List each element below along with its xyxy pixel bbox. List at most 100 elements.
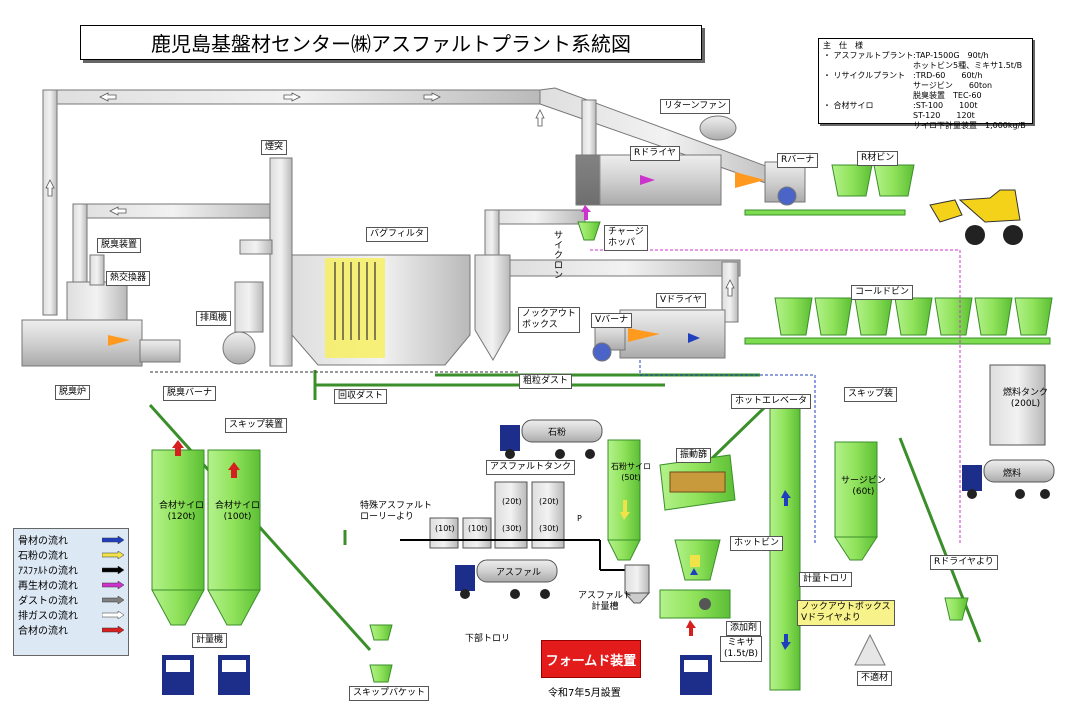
label-special-asphalt: 特殊アスファルト ローリーより [360, 501, 433, 522]
label-stone-silo: 石粉サイロ (50t) [611, 462, 651, 482]
legend-item: 骨材の流れ [18, 532, 124, 547]
label-heat-exchanger: 熱交換器 [106, 271, 151, 286]
label-tank-20a: (20t) [502, 497, 522, 506]
legend-item: 再生材の流れ [18, 577, 124, 592]
asphalt-truck [455, 559, 558, 599]
foam-device-label: フォームド装置 [541, 640, 641, 678]
label-pump: P [577, 514, 582, 523]
label-exhaust-fan: 排風機 [196, 311, 232, 326]
label-r-burner: Rバーナ [777, 153, 819, 168]
label-silo-100: 合材サイロ (100t) [215, 501, 261, 522]
gas-flow-arrows [45, 92, 735, 297]
label-tank-10b: (10t) [468, 524, 488, 533]
label-cyclone: サイクロン [553, 231, 563, 281]
spec-row: ST-120 120t [913, 111, 975, 120]
skip-bucket [369, 597, 969, 683]
label-tank-30b: (30t) [539, 524, 559, 533]
legend-item: 排ガスの流れ [18, 607, 124, 622]
label-vibrating-screen: 振動篩 [676, 448, 712, 463]
rejected-pile [854, 633, 886, 666]
fuel-truck [962, 459, 1055, 499]
label-rejected: 不適材 [857, 671, 893, 686]
stone-powder-silo [607, 439, 641, 561]
label-surge-bin: サージビン (60t) [841, 476, 886, 497]
stone-powder-truck [500, 419, 603, 459]
arrow-icon [102, 580, 124, 589]
arrow-icon [102, 565, 124, 574]
spec-row: ・ アスファルトプラント:TAP-1500G 90t/h [823, 51, 989, 60]
spec-row: ・ リサイクルプラント:TRD-60 60t/h [823, 71, 983, 80]
spec-heading: 主 仕 様 [823, 41, 863, 50]
arrow-icon [102, 535, 124, 544]
label-mixer: ミキサ (1.5t/B) [720, 636, 763, 662]
legend-item: 合材の流れ [18, 622, 124, 637]
label-deodorizer: 脱臭装置 [97, 238, 142, 253]
label-skip-bucket: スキップバケット [349, 686, 430, 701]
label-asphalt-tank: アスファルトタンク [486, 460, 576, 475]
trucks [162, 419, 1055, 695]
label-coarse-dust: 粗粒ダスト [519, 374, 573, 389]
r-dryer [575, 115, 806, 206]
arrow-icon [102, 610, 124, 619]
legend-item: 石粉の流れ [18, 547, 124, 562]
r-material-bins [744, 164, 915, 216]
vibrating-screen [659, 454, 736, 581]
label-lower-trolley: 下部トロリ [465, 634, 511, 644]
diagram-title: 鹿児島基盤材センター㈱アスファルトプラント系統図 [80, 25, 702, 60]
label-additive: 添加剤 [726, 621, 762, 636]
charge-hopper [577, 205, 601, 241]
wheel-loader-icon [929, 189, 1023, 245]
label-fuel-truck: 燃料 [1003, 469, 1022, 479]
arrow-icon [102, 595, 124, 604]
exhaust-fan [222, 281, 264, 365]
label-cold-bin: コールドビン [851, 285, 914, 300]
fuel-tank [989, 364, 1046, 446]
label-weigh-trolley: 計量トロリ [799, 572, 853, 587]
label-fuel-tank: 燃料タンク (200L) [1003, 388, 1049, 409]
flow-legend: 骨材の流れ 石粉の流れ ｱｽﾌｧﾙﾄの流れ 再生材の流れ ダストの流れ 排ガスの… [13, 528, 129, 656]
label-skip-device: スキップ装置 [225, 418, 288, 433]
spec-row: サイロ下計量装置 1,000kg/B [913, 121, 1026, 130]
cyclone [474, 254, 511, 361]
product-silos [151, 440, 261, 626]
label-bag-filter: バグフィルタ [366, 227, 428, 242]
mixer [659, 589, 731, 636]
spec-box: 主 仕 様 ・ アスファルトプラント:TAP-1500G 90t/h ホットビン… [818, 38, 1033, 130]
surge-bin [834, 441, 878, 561]
label-v-burner: Vバーナ [591, 313, 633, 328]
label-silo-120: 合材サイロ (120t) [159, 501, 205, 522]
label-hot-bin: ホットビン [730, 536, 784, 551]
label-tank-30a: (30t) [502, 524, 522, 533]
deodorizer-unit [21, 254, 181, 367]
label-knockout-from-v: ノックアウトボックス Vドライヤより [797, 600, 895, 626]
label-r-from-dryer: Rドライヤより [930, 555, 998, 570]
label-stone-powder-truck: 石粉 [548, 428, 567, 438]
label-tank-10a: (10t) [435, 524, 455, 533]
label-weigher: 計量機 [192, 633, 228, 648]
asphalt-tanks [429, 481, 565, 549]
label-deodor-burner: 脱臭バーナ [163, 386, 217, 401]
label-skip-right: スキップ装 [844, 387, 898, 402]
label-return-fan: リターンファン [660, 99, 731, 114]
label-chimney: 煙突 [261, 140, 288, 155]
flow-dashed-lines [150, 249, 961, 545]
legend-item: ダストの流れ [18, 592, 124, 607]
asphalt-weigher [623, 564, 651, 604]
spec-row: サージビン 60ton [913, 81, 993, 90]
dump-trucks [162, 655, 712, 695]
label-knockout-box: ノックアウト ボックス [518, 307, 580, 333]
label-deodor-furnace: 脱臭炉 [55, 385, 91, 400]
label-tank-20b: (20t) [539, 497, 559, 506]
label-recovered-dust: 回収ダスト [334, 389, 388, 404]
label-v-dryer: Vドライヤ [656, 293, 706, 308]
spec-row: ホットビン5種、ミキサ1.5t/B [913, 61, 1023, 70]
label-charge-hopper: チャージ ホッパ [604, 225, 648, 251]
legend-item: ｱｽﾌｧﾙﾄの流れ [18, 562, 124, 577]
spec-row: ・ 合材サイロ:ST-100 100t [823, 101, 978, 110]
bag-filter [291, 254, 471, 366]
label-r-dryer: Rドライヤ [630, 146, 680, 161]
arrow-icon [102, 550, 124, 559]
cold-bins [744, 297, 1053, 345]
chimney [239, 157, 293, 367]
